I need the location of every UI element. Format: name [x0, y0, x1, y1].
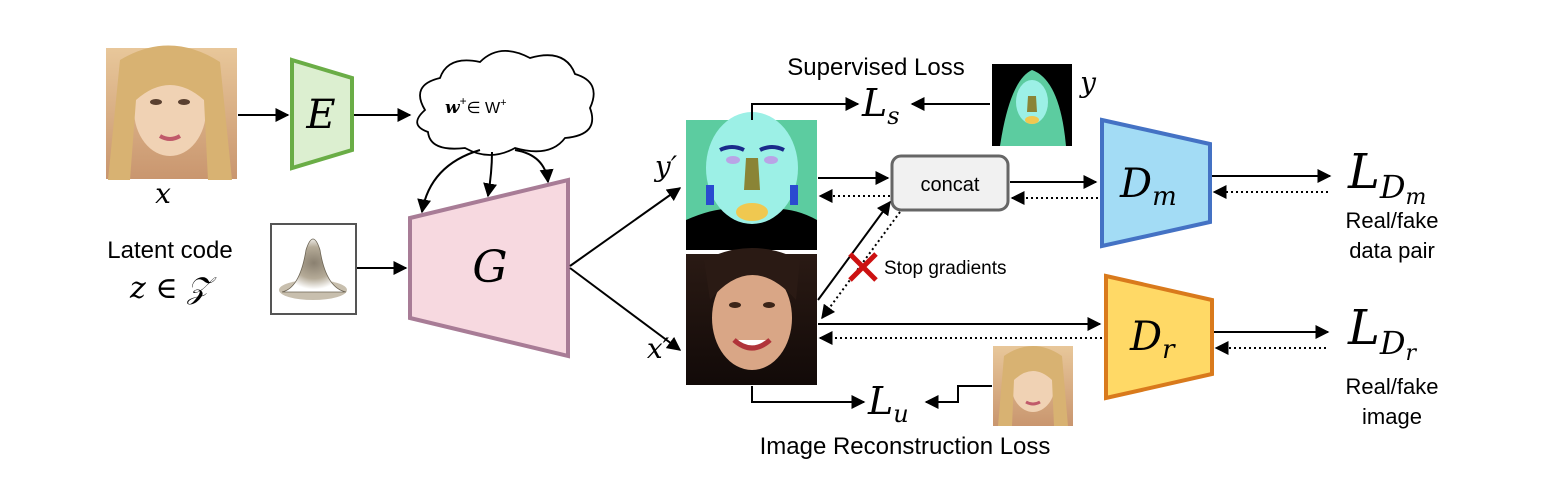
x-prime-label: x′ — [647, 332, 670, 365]
supervised-loss-label: Supervised Loss — [787, 54, 964, 81]
discriminator-dm-block — [1100, 117, 1212, 249]
arrow-g-to-image — [569, 267, 682, 351]
concat-block — [890, 154, 1010, 212]
real-fake-image-line2: image — [1362, 404, 1422, 429]
y-label: y — [1078, 66, 1097, 99]
real-fake-image-line1: Real/fake — [1346, 374, 1439, 399]
x-input-label: x — [155, 177, 171, 210]
lu-label: Lu — [867, 379, 909, 428]
ldm-label: LDm — [1347, 144, 1426, 210]
arrow-input-to-lu — [924, 385, 992, 409]
arrow-segmap-to-ls — [751, 97, 860, 120]
gaussian-plot-image — [270, 223, 357, 315]
real-fake-pair-line1: Real/fake — [1346, 208, 1439, 233]
ls-label: Ls — [861, 81, 900, 130]
arrow-g-to-segmap — [569, 187, 682, 267]
stop-gradients-label: Stop gradients — [884, 258, 1007, 279]
generator-label: G — [472, 242, 507, 293]
stop-gradient-x-icon — [848, 252, 878, 282]
arrow-cloud-to-g-2 — [483, 151, 497, 198]
concat-label: concat — [921, 174, 980, 196]
dr-label: Dr — [1129, 314, 1176, 365]
discriminator-dr-block — [1104, 273, 1214, 401]
ground-truth-segmap-image — [992, 64, 1072, 146]
latent-code-label: Latent code — [107, 237, 232, 264]
reconstruction-loss-label: Image Reconstruction Loss — [760, 433, 1051, 460]
arrow-image-to-lu — [751, 386, 866, 409]
z-expression-label: z ∈ 𝒵 — [129, 271, 217, 306]
encoder-block — [290, 57, 354, 171]
arrow-cloud-to-g-1 — [417, 149, 481, 214]
ldr-label: LDr — [1347, 300, 1418, 366]
dm-label: Dm — [1119, 161, 1177, 212]
reconstruction-target-image — [993, 346, 1073, 426]
latent-w-label: w+∈ W+ — [445, 94, 507, 118]
generated-segmap-image — [686, 112, 817, 250]
generated-face-image — [686, 248, 817, 385]
encoder-label: E — [305, 92, 335, 138]
latent-cloud — [416, 50, 595, 156]
real-fake-pair-line2: data pair — [1349, 238, 1435, 263]
y-prime-label: y′ — [653, 150, 678, 183]
arrow-cloud-to-g-3 — [514, 149, 554, 184]
input-face-image — [106, 45, 237, 180]
arrow-image-to-concat — [817, 200, 891, 301]
generator-block — [408, 177, 570, 359]
